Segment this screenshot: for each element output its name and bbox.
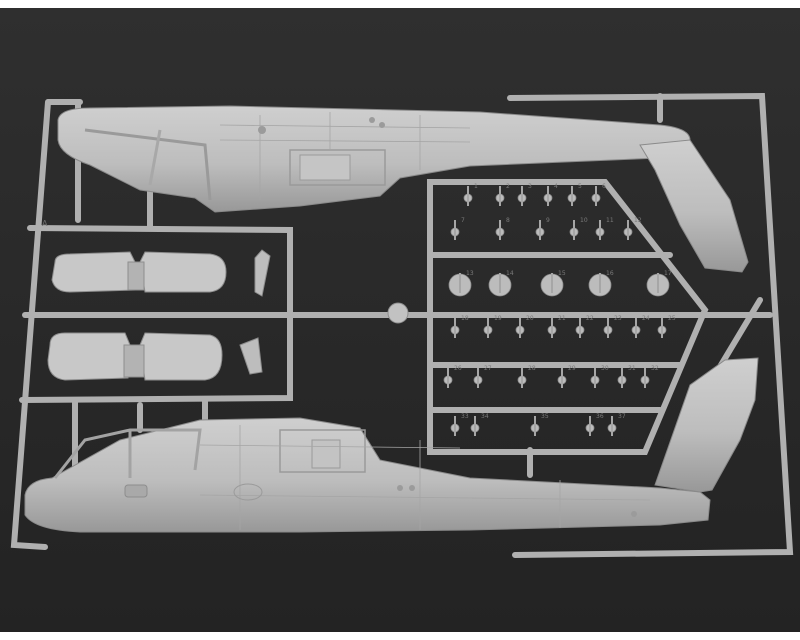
- parts-grid-rows: [427, 252, 683, 413]
- small-part: 15: [540, 270, 566, 297]
- small-part: 7: [450, 217, 465, 240]
- part-number-label: 16: [606, 270, 614, 277]
- part-number-label: 23: [614, 315, 622, 322]
- small-part: 1: [463, 183, 478, 206]
- small-part: 24: [631, 315, 650, 338]
- small-part: 25: [657, 315, 676, 338]
- part-number-label: 9: [546, 217, 550, 224]
- runner-hub: [387, 302, 409, 324]
- part-number-label: 6: [602, 183, 606, 190]
- part-number-label: 28: [528, 365, 536, 372]
- part-number-label: 2: [506, 183, 510, 190]
- part-number-label: 13: [466, 270, 474, 277]
- part-number-label: 31: [628, 365, 636, 372]
- part-number-label: 3: [528, 183, 532, 190]
- small-part: 32: [640, 365, 659, 388]
- part-number-label: 32: [651, 365, 659, 372]
- small-part: 19: [483, 315, 502, 338]
- part-number-label: 35: [541, 413, 549, 420]
- part-number-label: 4: [554, 183, 558, 190]
- part-number-label: 8: [506, 217, 510, 224]
- part-number-label: 7: [461, 217, 465, 224]
- part-number-label: 26: [454, 365, 462, 372]
- part-number-label: 33: [461, 413, 469, 420]
- small-part: 34: [470, 413, 489, 436]
- small-part: 18: [450, 315, 469, 338]
- left-rail: [10, 99, 83, 550]
- small-part: 16: [588, 270, 614, 297]
- small-part: 6: [591, 183, 606, 206]
- part-number-label: 18: [461, 315, 469, 322]
- small-part: 2: [495, 183, 510, 206]
- part-number-label: 19: [494, 315, 502, 322]
- part-number-label: 22: [586, 315, 594, 322]
- part-number-label: 29: [568, 365, 576, 372]
- small-part: 3: [517, 183, 532, 206]
- part-number-label: 24: [642, 315, 650, 322]
- part-number-label: 27: [484, 365, 492, 372]
- right-rail: [507, 92, 794, 558]
- small-part: 10: [569, 217, 588, 240]
- part-number-label: 10: [580, 217, 588, 224]
- small-part: 22: [575, 315, 594, 338]
- part-number-label: 36: [596, 413, 604, 420]
- part-number-label: 11: [606, 217, 614, 224]
- small-part: 4: [543, 183, 558, 206]
- part-number-label: 20: [526, 315, 534, 322]
- small-part: 9: [535, 217, 550, 240]
- part-number-label: 25: [668, 315, 676, 322]
- small-part: 36: [585, 413, 604, 436]
- small-part: 13: [448, 270, 474, 297]
- part-number-label: 34: [481, 413, 489, 420]
- part-number-label: 30: [601, 365, 609, 372]
- part-number-label: 15: [558, 270, 566, 277]
- stub-wings: A: [42, 219, 271, 381]
- small-part: 37: [607, 413, 626, 436]
- small-part: 31: [617, 365, 636, 388]
- small-part: 14: [488, 270, 514, 297]
- small-part: 17: [646, 270, 672, 297]
- small-part: 20: [515, 315, 534, 338]
- left-box-runner: [19, 225, 293, 403]
- small-part: 29: [557, 365, 576, 388]
- small-part: 12: [623, 217, 642, 240]
- lower-fuselage-half: [24, 357, 759, 533]
- part-number-label: 12: [634, 217, 642, 224]
- small-part: 28: [517, 365, 536, 388]
- part-number-label: 21: [558, 315, 566, 322]
- small-part: 23: [603, 315, 622, 338]
- small-part: 30: [590, 365, 609, 388]
- small-part: 11: [595, 217, 614, 240]
- small-part: 8: [495, 217, 510, 240]
- sprue-letter-label: A: [42, 219, 48, 228]
- small-part: 26: [443, 365, 462, 388]
- part-number-label: 17: [664, 270, 672, 277]
- small-part: 27: [473, 365, 492, 388]
- part-number-label: 37: [618, 413, 626, 420]
- small-part: 33: [450, 413, 469, 436]
- small-part: 5: [567, 183, 582, 206]
- part-number-label: 14: [506, 270, 514, 277]
- small-part: 35: [530, 413, 549, 436]
- small-part: 21: [547, 315, 566, 338]
- part-number-label: 5: [578, 183, 582, 190]
- upper-fuselage-half: [57, 105, 749, 273]
- part-number-label: 1: [474, 183, 478, 190]
- sprue-frame: [10, 92, 794, 558]
